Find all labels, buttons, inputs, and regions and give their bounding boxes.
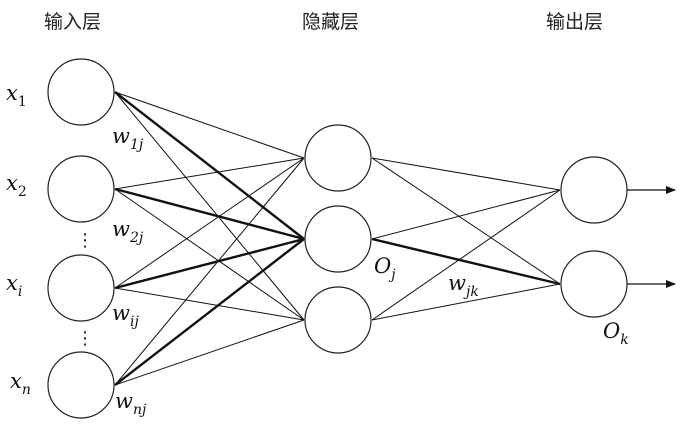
edges-group [114, 91, 561, 386]
edge-input-3-hidden-3 [114, 287, 305, 321]
edge-hidden-1-output-1 [371, 157, 561, 191]
edge-input-2-hidden-3 [114, 188, 305, 321]
edge-input-2-hidden-2 [114, 187, 305, 241]
weight-label-wij: wij [112, 301, 139, 330]
edge-input-4-hidden-3 [114, 319, 305, 386]
output-node-1 [560, 156, 628, 224]
hidden-output-label-oj: Oj [374, 254, 396, 283]
edge-hidden-2-output-1 [371, 189, 561, 240]
input-node-2 [47, 155, 115, 223]
edge-input-1-hidden-1 [114, 91, 305, 159]
weight-label-wjk: wjk [448, 271, 479, 300]
ellipsis-icon: ⋮ [76, 230, 94, 251]
edge-input-2-hidden-1 [114, 157, 305, 190]
input-label-xi: xi [6, 271, 22, 300]
input-node-4 [47, 351, 115, 419]
input-label-x1: x1 [6, 81, 27, 110]
edge-input-1-hidden-2 [114, 91, 305, 240]
edge-input-3-hidden-1 [114, 157, 305, 289]
nodes-group [47, 58, 628, 419]
edge-input-4-hidden-2 [114, 238, 305, 386]
hidden-layer-title: 隐藏层 [302, 11, 359, 33]
weight-label-w2j: w2j [112, 217, 144, 246]
edge-hidden-1-output-2 [371, 157, 561, 285]
edge-hidden-2-output-2 [371, 237, 561, 286]
output-label-ok: Ok [603, 319, 629, 348]
edge-input-1-hidden-3 [114, 91, 305, 321]
hidden-node-3 [304, 286, 372, 354]
input-node-1 [47, 58, 115, 126]
edge-input-4-hidden-1 [114, 157, 305, 386]
edge-hidden-3-output-1 [371, 189, 561, 321]
edge-hidden-3-output-2 [371, 283, 561, 321]
output-node-2 [560, 250, 628, 318]
input-label-x2: x2 [6, 171, 27, 200]
weight-label-w1j: w1j [112, 124, 144, 153]
output-layer-title: 输出层 [546, 11, 603, 33]
weight-label-wnj: wnj [115, 389, 147, 418]
edge-input-3-hidden-2 [114, 237, 305, 290]
hidden-node-2 [304, 205, 372, 273]
input-node-3 [47, 254, 115, 322]
ellipsis-icon: ⋮ [76, 328, 94, 349]
hidden-node-1 [304, 124, 372, 192]
input-layer-title: 输入层 [44, 11, 101, 33]
input-label-xn: xn [10, 369, 31, 398]
